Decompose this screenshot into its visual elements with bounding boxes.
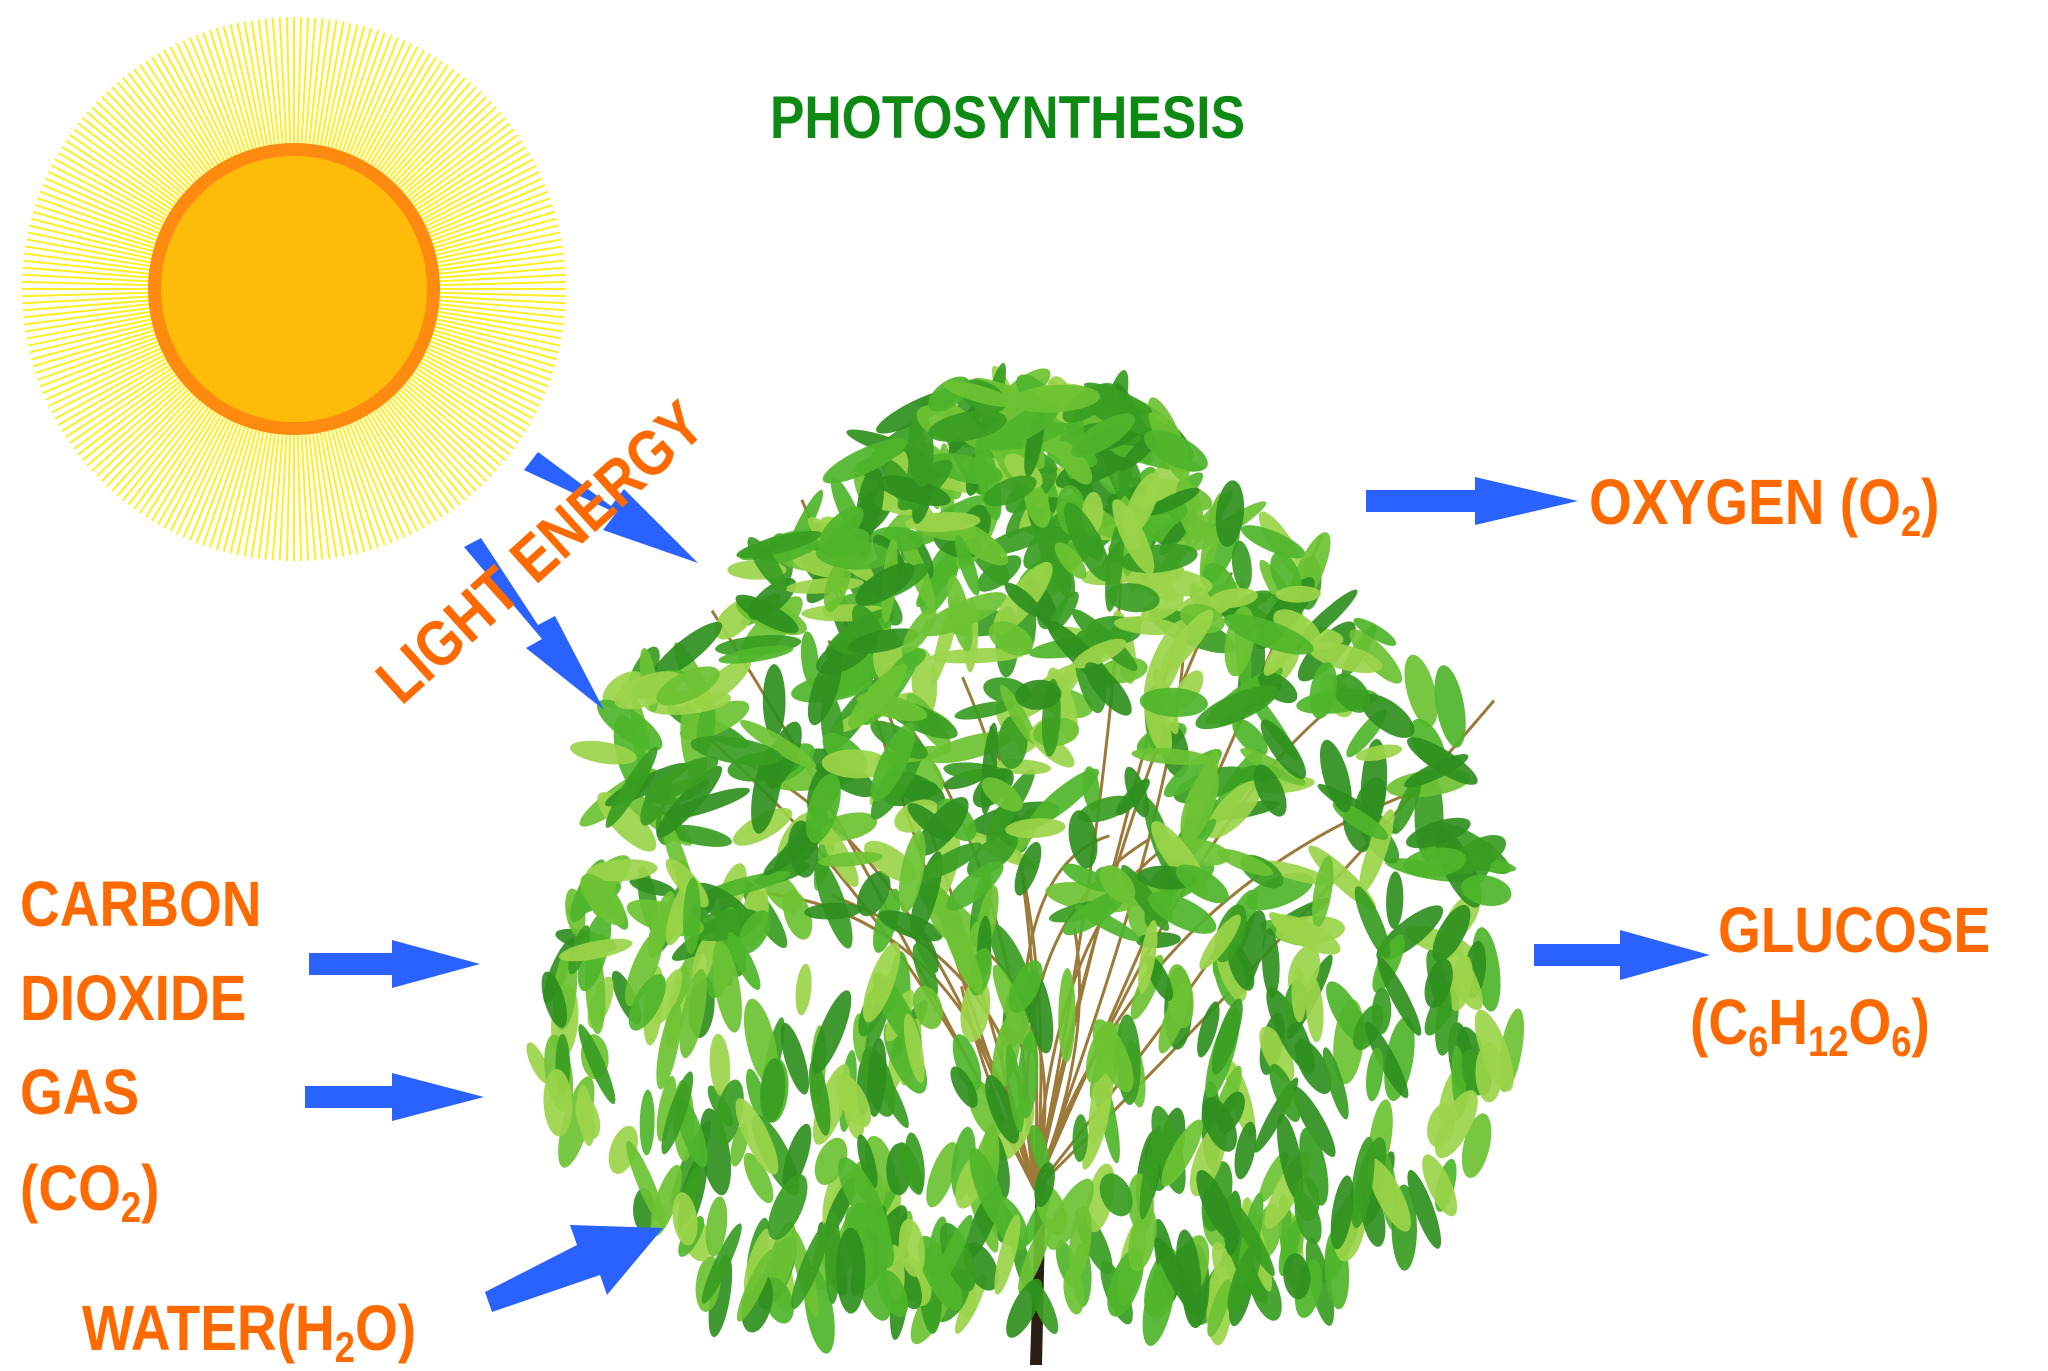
glucose-formula: (C6H12O6) [1690, 990, 1930, 1062]
oxygen-close: ) [1921, 466, 1940, 538]
co2-line3: GAS [20, 1056, 140, 1128]
sun-rays [22, 17, 566, 561]
glucose-o-subscript: 6 [1891, 1017, 1912, 1065]
oxygen-label: OXYGEN (O2) [1589, 470, 1939, 542]
glucose-h-subscript: 12 [1808, 1017, 1849, 1065]
glucose-formula-close: ) [1911, 986, 1930, 1058]
tree-foliage [526, 362, 1525, 1354]
glucose-o: O [1848, 986, 1892, 1058]
oxygen-arrow [1366, 477, 1578, 525]
sun-disc [161, 156, 427, 422]
co2-line1: CARBON [20, 868, 262, 940]
glucose-h: H [1768, 986, 1809, 1058]
page-title: PHOTOSYNTHESIS [770, 84, 1246, 151]
water-close: O) [354, 1292, 417, 1364]
oxygen-text: OXYGEN (O [1589, 466, 1901, 538]
co2-subscript: 2 [120, 1183, 142, 1231]
oxygen-subscript: 2 [1900, 497, 1922, 545]
co2-arrow-upper [309, 940, 480, 988]
glucose-formula-open: (C [1690, 986, 1749, 1058]
co2-line4: (CO2) [20, 1156, 159, 1228]
co2-formula-open: (CO [20, 1152, 121, 1224]
glucose-c-subscript: 6 [1748, 1017, 1769, 1065]
water-label: WATER(H2O) [82, 1296, 416, 1368]
water-text: WATER(H [82, 1292, 335, 1364]
light-arrow-upper [524, 452, 698, 563]
water-arrow [485, 1225, 663, 1312]
water-subscript: 2 [334, 1323, 355, 1371]
co2-line2: DIOXIDE [20, 962, 247, 1034]
glucose-arrow [1534, 930, 1710, 980]
co2-formula-close: ) [141, 1152, 160, 1224]
light-arrow-lower [464, 538, 604, 710]
glucose-label: GLUCOSE [1718, 894, 1991, 966]
co2-arrow-lower [305, 1073, 484, 1121]
